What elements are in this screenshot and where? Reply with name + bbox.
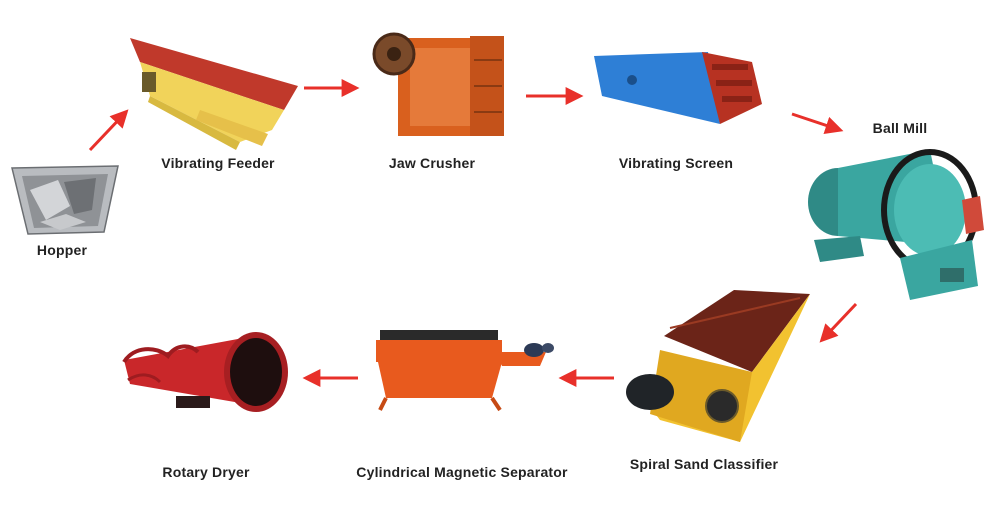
- rotary-dryer-machine: [122, 332, 288, 412]
- arrow-screen-to-mill: [791, 112, 844, 134]
- label-magnetic-separator: Cylindrical Magnetic Separator: [356, 464, 568, 480]
- magnetic-separator-machine: [376, 330, 554, 412]
- jaw-crusher-machine: [372, 32, 504, 136]
- flow-arrows: [88, 79, 858, 387]
- vibrating-screen-machine: [594, 52, 762, 124]
- vibrating-feeder-machine: [130, 38, 298, 150]
- arrow-hopper-to-feeder: [88, 109, 129, 152]
- label-vibrating-feeder: Vibrating Feeder: [161, 155, 275, 171]
- label-rotary-dryer: Rotary Dryer: [162, 464, 250, 480]
- label-spiral-classifier: Spiral Sand Classifier: [629, 456, 779, 472]
- label-hopper: Hopper: [36, 242, 88, 258]
- label-ball-mill: Ball Mill: [872, 120, 928, 136]
- ball-mill-machine: [808, 149, 984, 300]
- label-vibrating-screen: Vibrating Screen: [618, 155, 734, 171]
- arrow-mill-to-classifier: [819, 302, 858, 343]
- spiral-classifier-machine: [626, 290, 810, 442]
- hopper-machine: [11, 165, 119, 235]
- label-jaw-crusher: Jaw Crusher: [388, 155, 476, 171]
